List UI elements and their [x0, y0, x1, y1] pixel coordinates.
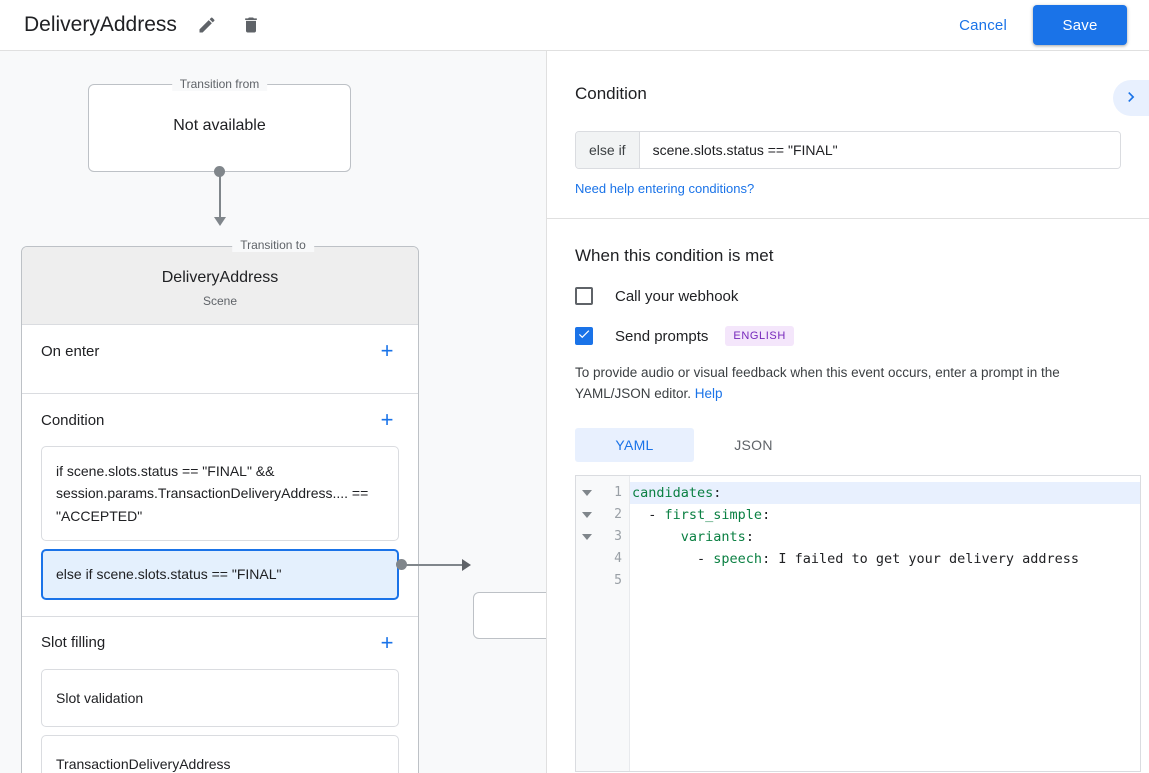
yaml-key: first_simple — [664, 506, 763, 523]
condition-row[interactable]: if scene.slots.status == "FINAL" && sess… — [41, 446, 399, 542]
yaml-key: variants — [680, 528, 746, 545]
top-bar: DeliveryAddress Cancel Save — [0, 0, 1149, 51]
yaml-key: candidates — [632, 484, 714, 501]
editor-line-number: 5 — [576, 570, 629, 592]
condition-detail-panel: Condition else if scene.slots.status == … — [546, 51, 1149, 773]
cancel-button[interactable]: Cancel — [947, 9, 1019, 42]
section-title-slot-filling: Slot filling — [41, 634, 106, 652]
edit-name-button[interactable] — [191, 9, 223, 41]
code-fold-icon[interactable] — [582, 489, 592, 496]
delete-button[interactable] — [235, 9, 267, 41]
connector-line-vertical — [219, 172, 221, 220]
line-number-label: 3 — [614, 529, 622, 545]
save-button[interactable]: Save — [1033, 5, 1127, 45]
editor-code-line: - first_simple: — [632, 506, 771, 523]
send-prompts-label: Send prompts — [615, 327, 709, 345]
transition-from-value: Not available — [173, 117, 266, 134]
condition-prefix-label: else if — [576, 132, 640, 168]
code-fold-icon[interactable] — [582, 511, 592, 518]
scene-graph-panel: Transition from Not available Transition… — [0, 51, 546, 773]
editor-line-number: 3 — [576, 526, 629, 548]
connector-dot-source — [214, 166, 225, 177]
editor-code-line: candidates: — [630, 481, 1140, 504]
editor-code-line: variants: — [680, 528, 754, 545]
section-header-on-enter: On enter + — [41, 325, 399, 377]
scene-type: Scene — [202, 294, 238, 308]
chevron-right-icon — [1121, 87, 1141, 110]
condition-help-link[interactable]: Need help entering conditions? — [575, 181, 755, 196]
trash-icon — [241, 15, 261, 35]
prompts-helper-text: To provide audio or visual feedback when… — [575, 363, 1121, 405]
editor-code-line — [630, 570, 1140, 592]
collapse-panel-button[interactable] — [1113, 80, 1149, 116]
code-fold-icon[interactable] — [582, 533, 592, 540]
when-condition-met-heading: When this condition is met — [575, 246, 774, 265]
editor-code-line: - speech: I failed to get your delivery … — [632, 550, 1080, 567]
editor-line-number: 1 — [576, 482, 629, 504]
section-title-condition: Condition — [41, 411, 105, 429]
transition-to-legend: Transition to — [232, 238, 314, 252]
line-number-label: 5 — [614, 573, 622, 589]
add-on-enter-button[interactable]: + — [375, 339, 399, 363]
condition-row-selected[interactable]: else if scene.slots.status == "FINAL" — [41, 549, 399, 600]
call-webhook-checkbox[interactable] — [575, 287, 593, 305]
yaml-editor[interactable]: 1 2 3 4 5 candidates: - first_simple: varian… — [575, 474, 1141, 772]
transition-from-box[interactable]: Transition from Not available — [88, 77, 351, 172]
slot-row-transaction-delivery-address[interactable]: TransactionDeliveryAddress — [41, 734, 399, 773]
scene-name: DeliveryAddress — [161, 269, 279, 286]
line-number-label: 4 — [614, 551, 622, 567]
prompts-help-link[interactable]: Help — [694, 385, 723, 401]
line-number-label: 2 — [614, 507, 622, 523]
section-title-on-enter: On enter — [41, 342, 100, 360]
scene-header[interactable]: DeliveryAddress Scene — [22, 247, 418, 325]
section-on-enter: On enter + — [22, 325, 418, 394]
slot-validation-row[interactable]: Slot validation — [41, 668, 399, 727]
editor-line-number: 2 — [576, 504, 629, 526]
page-title: DeliveryAddress — [24, 13, 177, 36]
add-slot-filling-button[interactable]: + — [375, 631, 399, 655]
webhook-checkbox-row[interactable]: Call your webhook — [575, 287, 1121, 305]
condition-heading: Condition — [575, 84, 647, 103]
section-slot-filling: Slot filling + Slot validation Transacti… — [22, 617, 418, 773]
connector-dot-condition — [396, 559, 407, 570]
connector-line-horizontal — [402, 564, 465, 566]
tab-json[interactable]: JSON — [734, 436, 773, 453]
condition-input-group: else if scene.slots.status == "FINAL" — [575, 131, 1121, 169]
condition-expression-input[interactable]: scene.slots.status == "FINAL" — [639, 132, 1120, 168]
target-node-box[interactable] — [473, 592, 546, 639]
condition-section-header: Condition — [575, 51, 1121, 104]
section-header-condition: Condition + — [41, 394, 399, 446]
pencil-icon — [197, 15, 217, 35]
when-condition-met-section: When this condition is met Call your web… — [547, 219, 1149, 772]
yaml-key: speech — [713, 550, 763, 567]
condition-section: Condition else if scene.slots.status == … — [547, 51, 1149, 219]
editor-line-number: 4 — [576, 548, 629, 570]
add-condition-button[interactable]: + — [375, 408, 399, 432]
line-number-label: 1 — [614, 485, 622, 501]
transition-to-card: DeliveryAddress Scene On enter + Conditi… — [21, 246, 419, 773]
connector-arrow-right — [462, 559, 471, 571]
editor-code-area[interactable]: candidates: - first_simple: variants: - … — [630, 476, 1140, 771]
language-badge: ENGLISH — [725, 326, 794, 346]
editor-format-tabs: YAML JSON — [575, 427, 1121, 462]
tab-yaml[interactable]: YAML — [575, 427, 694, 462]
transition-from-legend: Transition from — [171, 77, 268, 91]
section-condition: Condition + if scene.slots.status == "FI… — [22, 394, 418, 617]
prompts-helper-sentence: To provide audio or visual feedback when… — [575, 365, 1060, 401]
send-prompts-checkbox[interactable] — [575, 327, 593, 345]
connector-arrow-down — [214, 217, 226, 226]
call-webhook-label: Call your webhook — [615, 287, 739, 305]
editor-gutter: 1 2 3 4 5 — [576, 475, 630, 771]
section-header-slot-filling: Slot filling + — [41, 617, 399, 669]
checkmark-icon — [577, 327, 591, 346]
send-prompts-checkbox-row[interactable]: Send prompts ENGLISH — [575, 326, 1121, 346]
